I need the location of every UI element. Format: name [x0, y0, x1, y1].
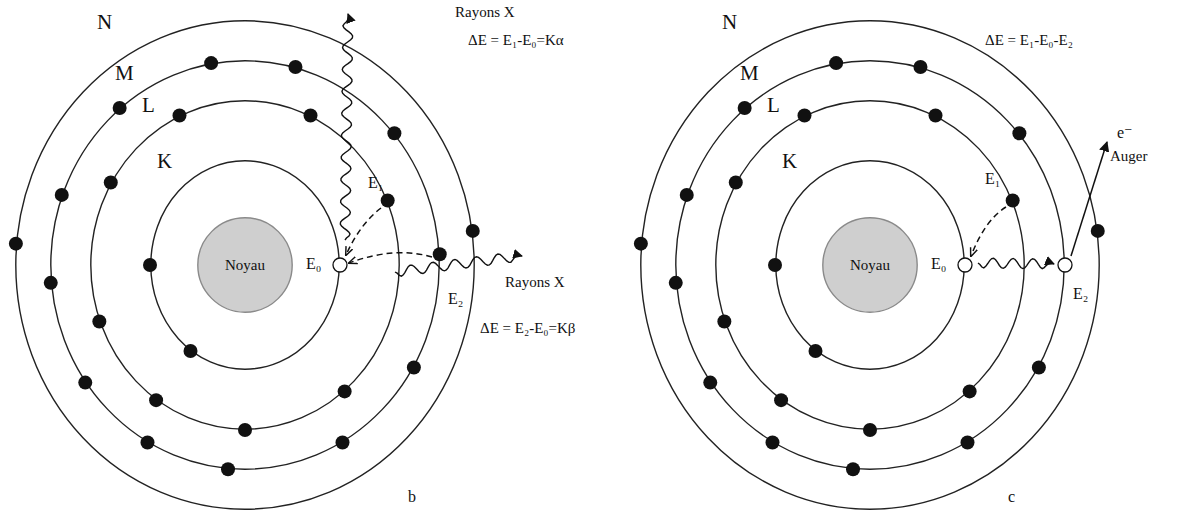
energy-level: E₀	[931, 255, 946, 273]
electron-dot	[433, 247, 447, 261]
shell-letter: K	[782, 150, 797, 173]
electron-dot	[387, 126, 401, 140]
electron-dot	[338, 384, 352, 398]
nucleus: Noyau	[822, 217, 918, 313]
energy-equation: ΔE = E₁-E₀-E₂	[985, 32, 1073, 49]
shell-letter: N	[722, 11, 737, 34]
energy-level: E₂	[1073, 285, 1088, 303]
electron-dot	[288, 60, 302, 74]
electron-dot	[92, 314, 106, 328]
electron-vacancy	[958, 258, 972, 272]
electron-dot	[703, 376, 717, 390]
electron-dot	[44, 276, 58, 290]
shell-letter: L	[767, 94, 780, 117]
panel-letter: c	[1008, 488, 1015, 506]
shell-letter: L	[142, 94, 155, 117]
energy-level: E₀	[306, 255, 321, 273]
electron-dot	[204, 56, 218, 70]
shell-ellipse	[716, 101, 1024, 429]
electron-transition	[346, 208, 381, 255]
electron-dot	[149, 393, 163, 407]
shell-letter: K	[157, 150, 172, 173]
shell-letter: M	[115, 62, 134, 85]
auger-electron: e⁻	[1117, 124, 1133, 142]
electron-dot	[55, 188, 69, 202]
electron-dot	[738, 101, 752, 115]
electron-dot	[9, 237, 23, 251]
electron-dot	[963, 384, 977, 398]
electron-dot	[304, 108, 318, 122]
electron-dot	[961, 436, 975, 450]
electron-dot	[809, 344, 823, 358]
electron-dot	[1012, 126, 1026, 140]
shell-ellipse	[16, 21, 474, 509]
shell-ellipse	[91, 101, 399, 429]
photon-wave	[395, 254, 522, 276]
electron-transition	[971, 207, 1006, 256]
electron-vacancy	[1058, 258, 1072, 272]
electron-dot	[336, 436, 350, 450]
electron-dot	[766, 436, 780, 450]
electron-dot	[221, 462, 235, 476]
electron-dot	[78, 376, 92, 390]
electron-dot	[141, 436, 155, 450]
shell-ellipse	[676, 61, 1064, 469]
electron-dot	[680, 188, 694, 202]
nucleus: Noyau	[197, 217, 293, 313]
electron-dot	[238, 423, 252, 437]
shell-letter: M	[740, 62, 759, 85]
electron-dot	[172, 108, 186, 122]
electron-vacancy	[333, 258, 347, 272]
energy-level: E₁	[368, 174, 383, 192]
nucleus-label: Noyau	[225, 257, 265, 274]
panel-letter: b	[408, 488, 416, 506]
electron-dot	[774, 393, 788, 407]
electron-dot	[729, 176, 743, 190]
energy-level: E₂	[448, 290, 463, 308]
electron-dot	[407, 361, 421, 375]
shell-ellipse	[641, 21, 1099, 509]
shell-ellipse	[51, 61, 439, 469]
electron-dot	[1006, 194, 1020, 208]
electron-dot	[1091, 224, 1105, 238]
shell-ellipse	[151, 161, 339, 369]
electron-dot	[768, 258, 782, 272]
electron-dot	[113, 101, 127, 115]
electron-dot	[846, 462, 860, 476]
electron-dot	[1032, 361, 1046, 375]
electron-dot	[634, 237, 648, 251]
ray-label: Rayons X	[505, 274, 565, 291]
electron-dot	[184, 344, 198, 358]
energy-level: E₁	[985, 170, 1000, 188]
electron-dot	[829, 56, 843, 70]
electron-dot	[797, 108, 811, 122]
energy-equation: ΔE = E₂-E₀=Kβ	[480, 320, 575, 337]
electron-dot	[466, 224, 480, 238]
shell-l: NoyauKL	[90, 100, 400, 430]
electron-dot	[143, 258, 157, 272]
photon-wave	[978, 258, 1054, 268]
nucleus-circle	[198, 218, 292, 312]
electron-dot	[929, 108, 943, 122]
nucleus-circle	[823, 218, 917, 312]
shell-ellipse	[776, 161, 964, 369]
electron-dot	[104, 176, 118, 190]
electron-dot	[913, 60, 927, 74]
shell-l: NoyauKL	[715, 100, 1025, 430]
electron-dot	[863, 423, 877, 437]
ray-label: Rayons X	[455, 4, 515, 21]
electron-dot	[717, 314, 731, 328]
energy-equation: ΔE = E₁-E₀=Kα	[468, 32, 564, 49]
shell-letter: N	[97, 11, 112, 34]
nucleus-label: Noyau	[850, 257, 890, 274]
electron-dot	[669, 276, 683, 290]
electron-dot	[381, 194, 395, 208]
electron-transition	[349, 253, 432, 263]
shell-m: Noyau K LM	[50, 60, 440, 470]
auger-label: Auger	[1110, 148, 1148, 165]
